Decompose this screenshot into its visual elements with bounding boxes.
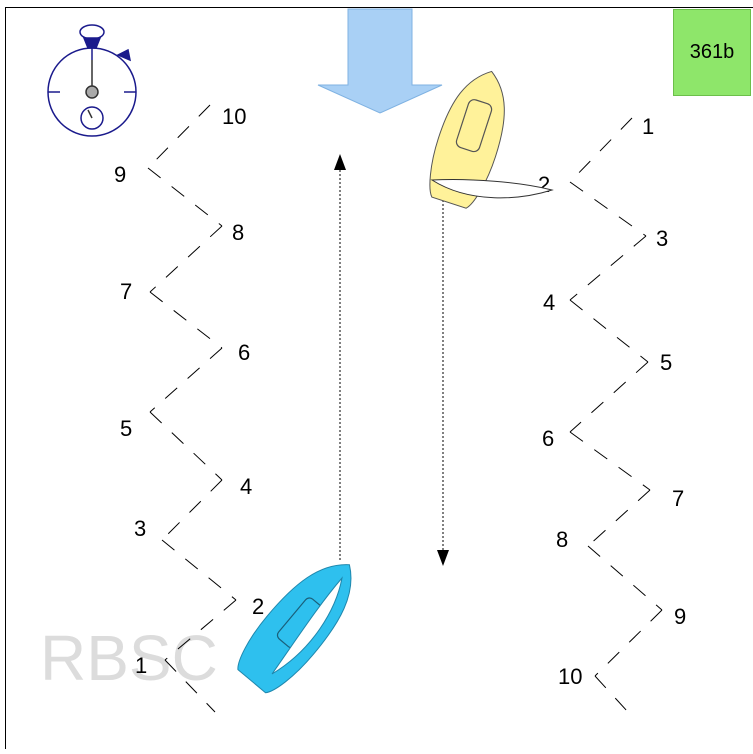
position-number: 2 — [252, 594, 264, 619]
position-number: 1 — [135, 653, 147, 678]
position-number: 4 — [543, 290, 555, 315]
wind-arrow-icon — [317, 8, 443, 114]
track-segment — [149, 411, 223, 481]
track-segment — [569, 431, 651, 491]
scenario-label: 361b — [673, 9, 751, 96]
position-number: 5 — [120, 416, 132, 441]
track-segment — [569, 299, 649, 363]
track-segment — [164, 659, 216, 713]
position-number: 9 — [114, 162, 126, 187]
track-segment — [569, 235, 647, 301]
track-segment — [147, 167, 223, 227]
position-number: 10 — [558, 664, 582, 689]
watermark: RBSC — [40, 622, 218, 694]
position-number: 6 — [542, 426, 554, 451]
position-number: 9 — [674, 604, 686, 629]
track-segment — [569, 181, 647, 237]
track-segment — [149, 347, 223, 413]
position-number: 8 — [232, 220, 244, 245]
blue-course-line — [334, 154, 346, 560]
track-segment — [149, 291, 223, 349]
track-segment — [587, 489, 651, 547]
position-number: 5 — [660, 350, 672, 375]
track-segment — [147, 104, 211, 169]
diagram-frame — [5, 7, 753, 749]
track-segment — [594, 609, 663, 677]
track-segment — [569, 361, 649, 433]
track-segment — [164, 599, 237, 661]
position-number: 3 — [134, 516, 146, 541]
track-segment — [587, 545, 663, 611]
left-track: 10 9 8 7 6 5 4 3 2 1 — [114, 104, 264, 713]
position-number: 1 — [642, 114, 654, 139]
position-number: 4 — [240, 474, 252, 499]
track-segment — [149, 225, 223, 293]
track-segment — [569, 117, 633, 183]
blue-boat — [237, 564, 352, 694]
yellow-boat — [429, 70, 505, 209]
track-segment — [161, 479, 223, 541]
position-number: 7 — [672, 486, 684, 511]
position-number: 7 — [120, 279, 132, 304]
yellow-boat-sail — [430, 178, 554, 199]
position-number: 8 — [556, 527, 568, 552]
position-number: 3 — [656, 226, 668, 251]
position-number: 6 — [238, 340, 250, 365]
blue-boat-sail — [271, 576, 343, 675]
position-number: 10 — [222, 104, 246, 129]
track-segment — [594, 675, 629, 713]
track-segment — [161, 539, 237, 601]
stopwatch-icon — [47, 24, 137, 137]
scenario-label-text: 361b — [689, 41, 735, 63]
yellow-course-line — [437, 200, 449, 566]
